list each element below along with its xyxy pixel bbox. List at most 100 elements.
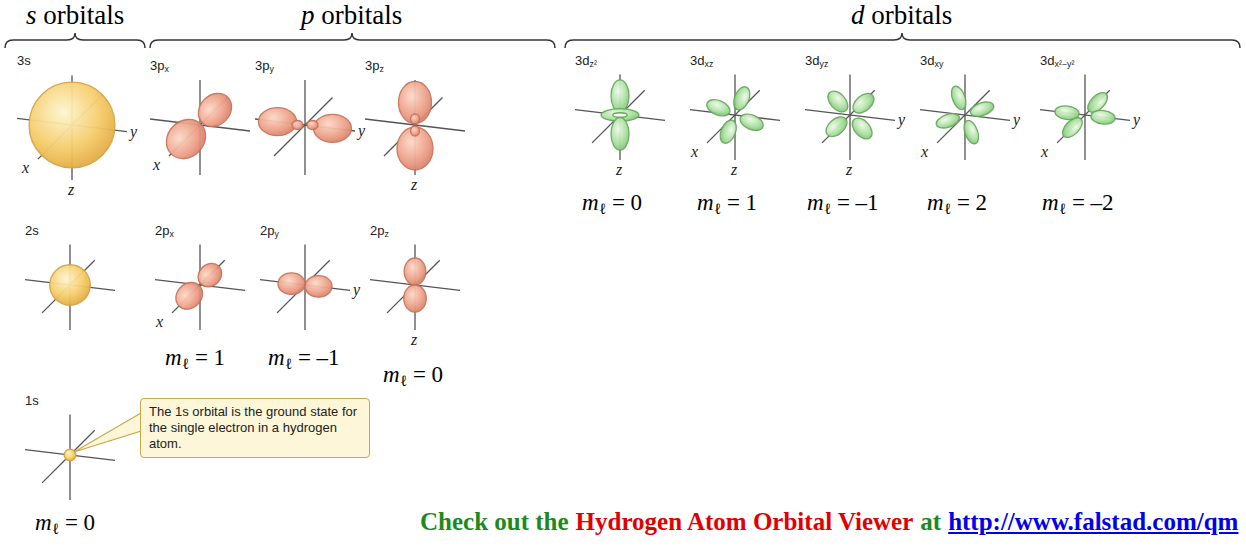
header-braces <box>5 33 1240 48</box>
footer-note: Check out theHydrogen Atom Orbital Viewe… <box>420 508 1238 536</box>
axis-label: x <box>156 313 163 331</box>
axis-label: x <box>1041 143 1048 161</box>
quantum-number: mℓ = 2 <box>927 190 987 216</box>
axis-label: z <box>731 161 737 179</box>
orbital-1s <box>25 415 115 501</box>
orbital-subscript: x <box>164 64 168 74</box>
orbital-3py <box>255 80 355 175</box>
orbital-subscript: x²−y² <box>1054 59 1074 69</box>
heading-letter: d <box>851 0 865 30</box>
orbital-subscript: z <box>379 64 383 74</box>
group-heading: s orbitals <box>26 0 124 30</box>
quantum-subscript: ℓ <box>824 200 832 217</box>
quantum-number: mℓ = –1 <box>268 345 340 371</box>
quantum-symbol: m <box>35 510 52 535</box>
axis-label: y <box>1013 111 1020 129</box>
orbital-2px <box>155 245 245 331</box>
axis-label: x <box>153 156 160 174</box>
quantum-subscript: ℓ <box>52 520 60 537</box>
quantum-symbol: m <box>927 190 944 215</box>
orbital-name: 2py <box>260 223 279 239</box>
quantum-number: mℓ = 1 <box>697 190 757 216</box>
axis-label: y <box>353 281 360 299</box>
axis-label: y <box>898 111 905 129</box>
axis-label: z <box>68 181 74 199</box>
axis-label: z <box>846 161 852 179</box>
orbital-name: 1s <box>25 393 39 409</box>
quantum-subscript: ℓ <box>400 372 408 389</box>
quantum-symbol: m <box>383 362 400 387</box>
orbital-3px <box>150 80 250 175</box>
orbital-name: 3px <box>150 58 169 74</box>
heading-letter: s <box>26 0 37 30</box>
orbital-name: 3dxy <box>920 53 943 69</box>
orbital-3dxz <box>690 75 780 161</box>
heading-letter: p <box>301 0 315 30</box>
orbital-3s <box>17 76 127 181</box>
orbital-subscript: y <box>274 229 278 239</box>
quantum-subscript: ℓ <box>182 355 190 372</box>
quantum-subscript: ℓ <box>599 200 607 217</box>
quantum-symbol: m <box>807 190 824 215</box>
orbital-3pz <box>365 80 465 175</box>
quantum-subscript: ℓ <box>714 200 722 217</box>
axis-label: x <box>691 143 698 161</box>
orbital-name: 3dx²−y² <box>1040 53 1074 69</box>
orbital-name: 2px <box>155 223 174 239</box>
orbital-name: 3dz² <box>575 53 597 69</box>
orbital-name: 3s <box>17 53 31 69</box>
footer-text: Check out the <box>420 508 569 536</box>
orbital-subscript: x <box>169 229 173 239</box>
quantum-symbol: m <box>582 190 599 215</box>
quantum-symbol: m <box>697 190 714 215</box>
orbital-2s <box>25 245 115 331</box>
quantum-symbol: m <box>1042 190 1059 215</box>
orbital-subscript: xz <box>704 59 713 69</box>
quantum-number: mℓ = 0 <box>582 190 642 216</box>
orbital-3dx2y2 <box>1040 75 1130 161</box>
quantum-number: mℓ = –2 <box>1042 190 1114 216</box>
axis-label: y <box>358 122 365 140</box>
axis-label: y <box>1133 111 1140 129</box>
orbital-name: 2s <box>25 223 39 239</box>
callout-pointer <box>74 413 141 452</box>
quantum-number: mℓ = –1 <box>807 190 879 216</box>
orbital-name: 3pz <box>365 58 384 74</box>
callout-box: The 1s orbital is the ground state for t… <box>140 398 370 458</box>
quantum-subscript: ℓ <box>285 355 293 372</box>
orbital-3dxy <box>920 75 1010 161</box>
quantum-subscript: ℓ <box>1059 200 1067 217</box>
orbital-name: 3py <box>255 58 274 74</box>
orbital-name: 2pz <box>370 223 389 239</box>
orbital-subscript: y <box>269 64 273 74</box>
orbital-name: 3dxz <box>690 53 713 69</box>
footer-text: Hydrogen Atom Orbital Viewer <box>576 508 914 536</box>
axis-label: z <box>616 161 622 179</box>
axis-label: z <box>411 331 417 349</box>
orbital-name: 3dyz <box>805 53 828 69</box>
axis-label: z <box>411 176 417 194</box>
quantum-number: mℓ = 0 <box>35 510 95 536</box>
group-heading: d orbitals <box>851 0 952 30</box>
group-heading: p orbitals <box>301 0 402 30</box>
orbital-3dyz <box>805 75 895 161</box>
axis-label: x <box>921 143 928 161</box>
orbital-2py <box>260 245 350 331</box>
orbital-3dz2 <box>575 75 665 161</box>
orbital-subscript: xy <box>934 59 943 69</box>
orbital-subscript: z <box>384 229 388 239</box>
quantum-subscript: ℓ <box>944 200 952 217</box>
footer-text: at <box>920 508 941 536</box>
quantum-number: mℓ = 1 <box>165 345 225 371</box>
orbital-subscript: yz <box>819 59 828 69</box>
orbital-subscript: z² <box>589 59 596 69</box>
quantum-number: mℓ = 0 <box>383 362 443 388</box>
axis-label: x <box>22 159 29 177</box>
footer-text: http://www.falstad.com/qm <box>948 508 1238 536</box>
callout-text: The 1s orbital is the ground state for t… <box>149 404 361 452</box>
quantum-symbol: m <box>268 345 285 370</box>
quantum-symbol: m <box>165 345 182 370</box>
axis-label: y <box>130 123 137 141</box>
